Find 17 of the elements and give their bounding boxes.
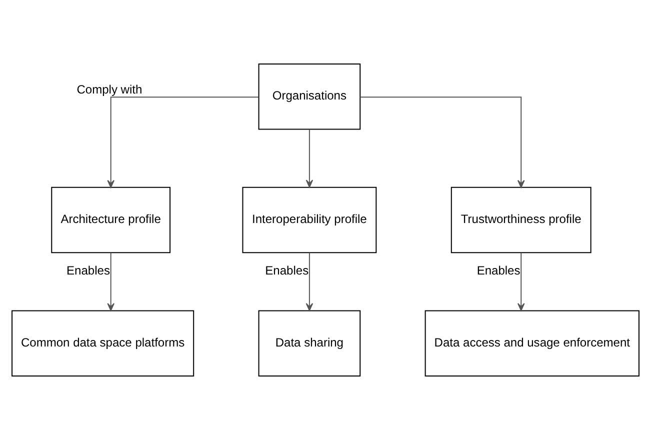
arrow — [306, 252, 314, 310]
node-box: Architecture profile — [51, 186, 171, 253]
arrow — [306, 128, 314, 188]
arrow — [360, 96, 525, 188]
node-box: Trustworthiness profile — [450, 186, 592, 253]
edge-label: Enables — [476, 263, 520, 278]
node-box: Interoperability profile — [242, 186, 377, 253]
arrow — [517, 252, 525, 310]
arrow — [107, 252, 114, 310]
edge-label: Enables — [265, 263, 309, 278]
edge-label: Comply with — [76, 82, 142, 96]
node-box: Data access and usage enforcement — [424, 310, 640, 376]
node-box: Common data space platforms — [12, 310, 194, 376]
node-box: Data sharing — [258, 310, 361, 376]
arrow — [107, 96, 259, 188]
edge-label: Enables — [66, 263, 110, 278]
node-box: Organisations — [258, 63, 361, 130]
